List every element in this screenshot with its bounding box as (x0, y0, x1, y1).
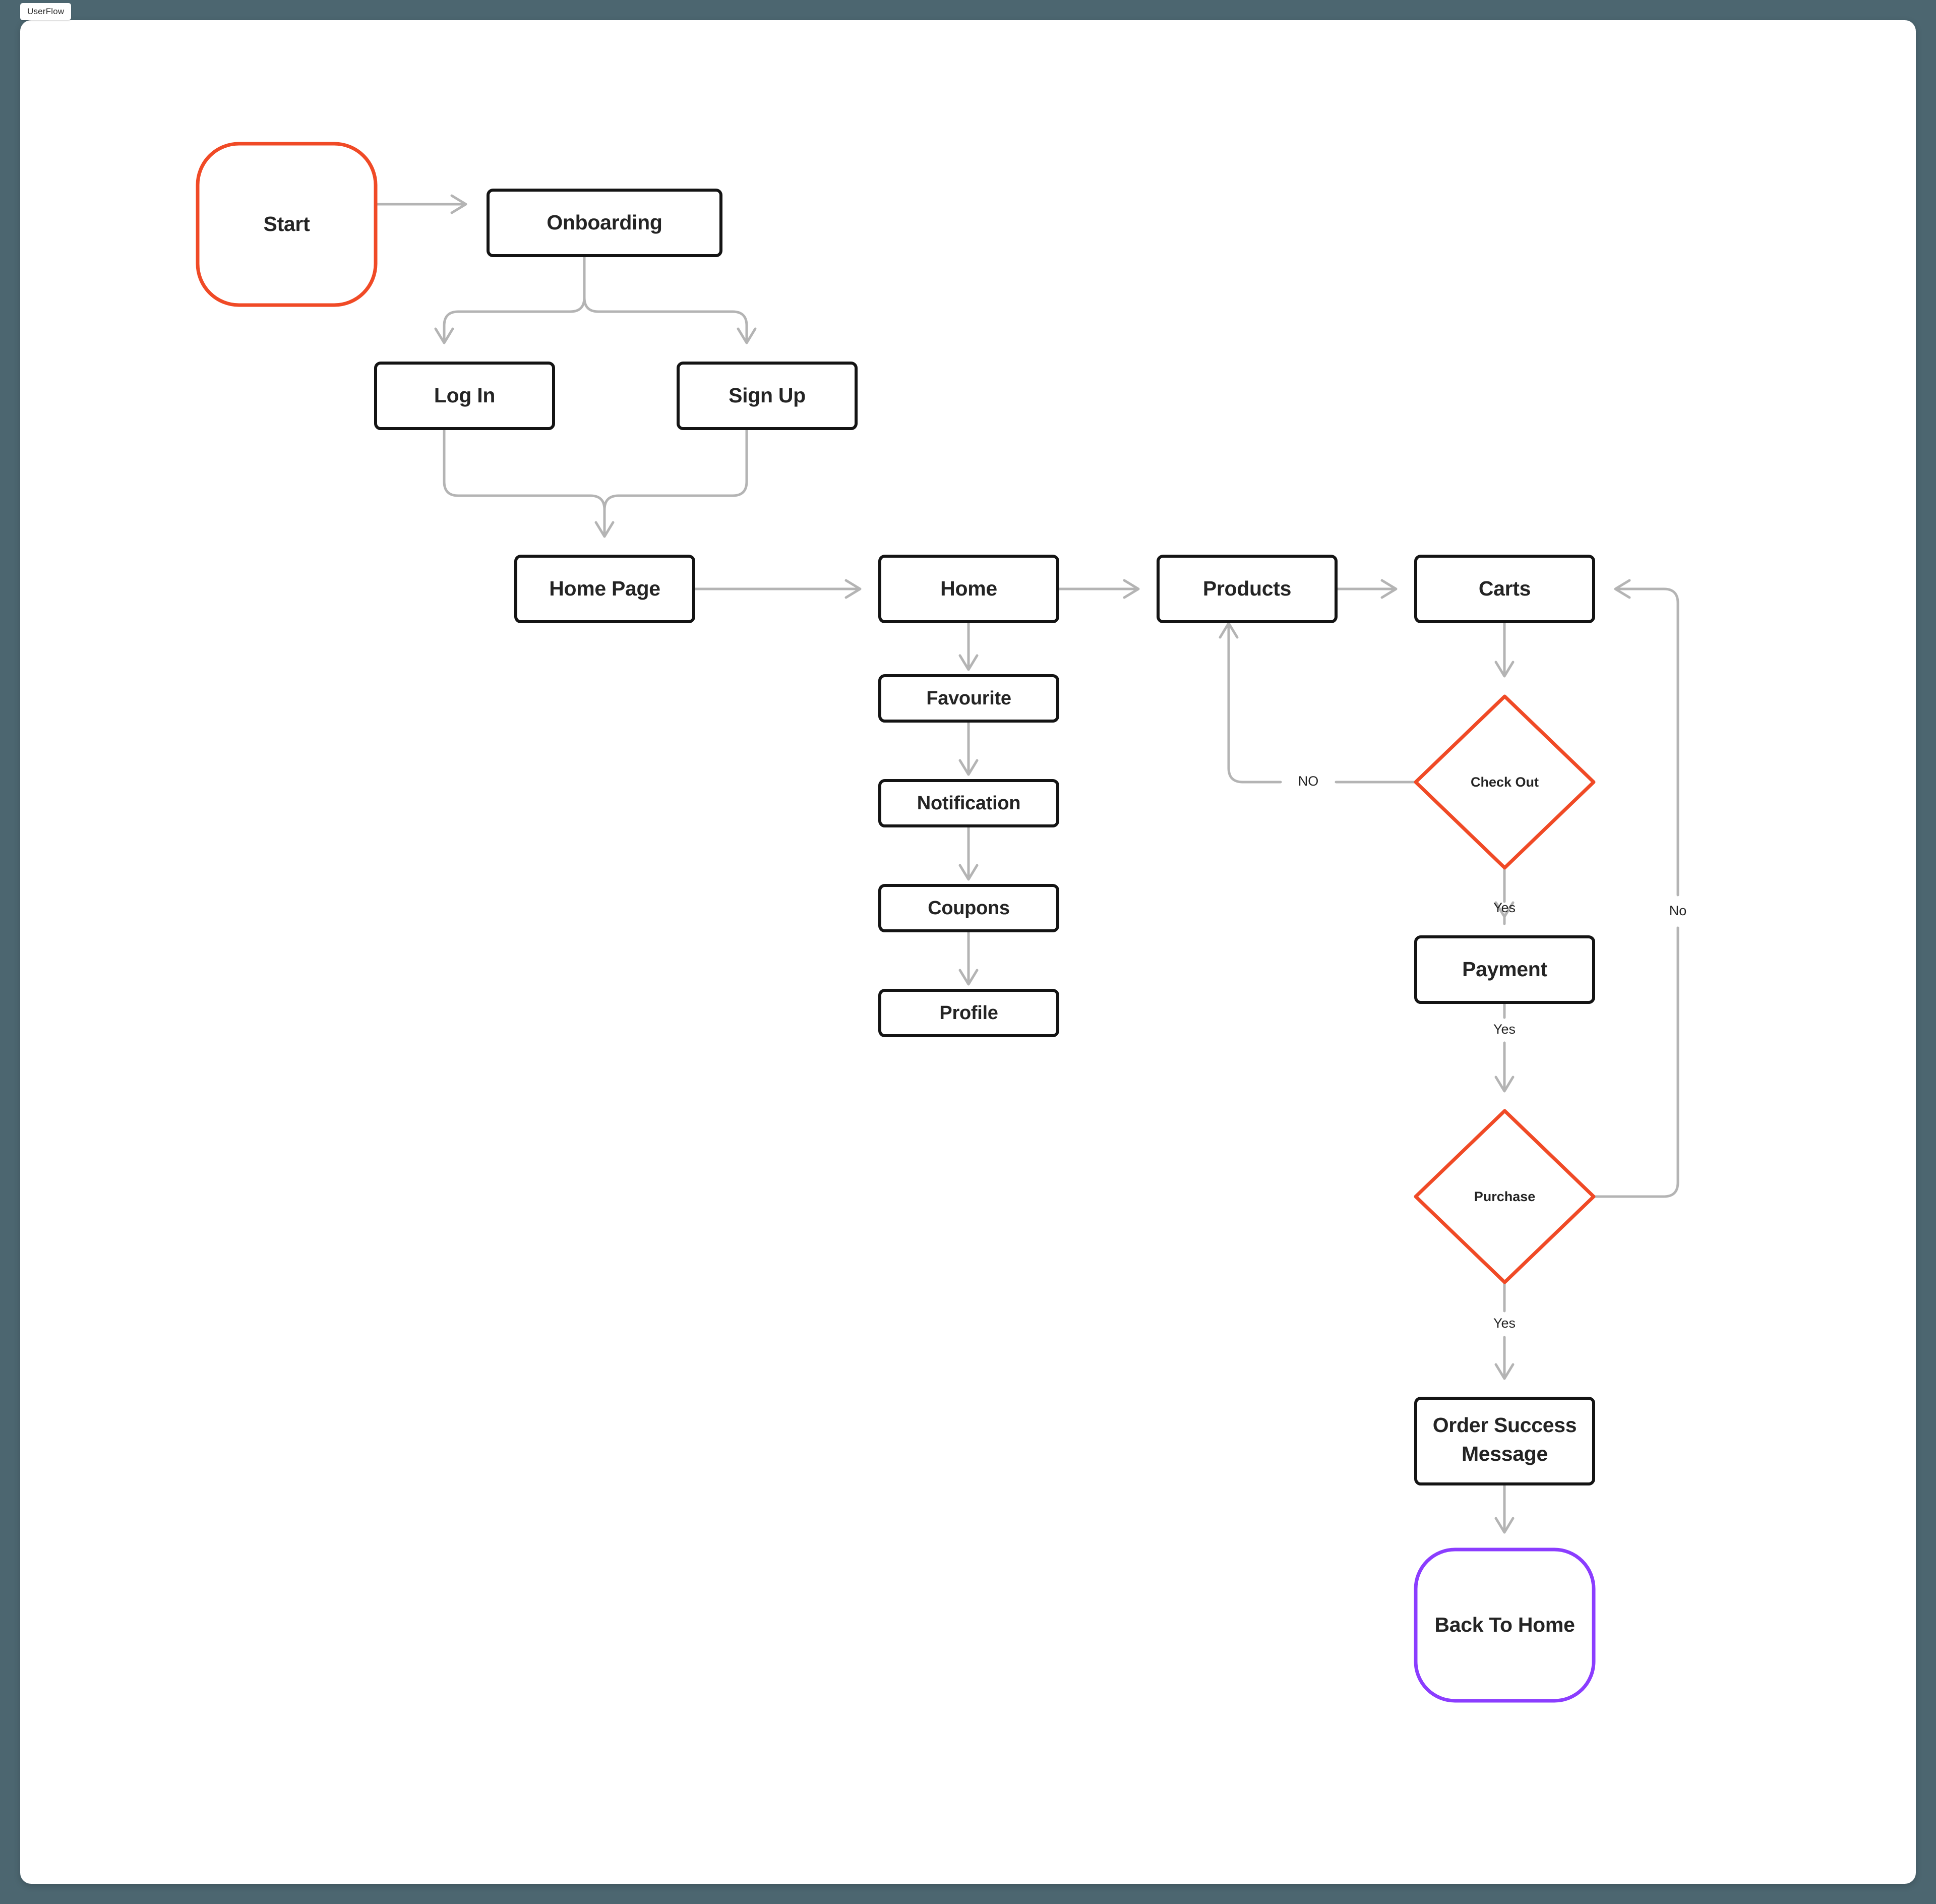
node-coupons-label: Coupons (928, 898, 1010, 919)
node-products-label: Products (1203, 577, 1291, 600)
node-homepage-label: Home Page (549, 577, 660, 600)
node-login-label: Log In (434, 384, 495, 407)
edge-checkout-yes-to-payment (1494, 866, 1515, 925)
node-order-success-label-line1: Order Success (1433, 1413, 1577, 1437)
edge-label-checkout-no: NO (1298, 774, 1319, 789)
node-notification-shape[interactable] (878, 779, 1059, 827)
node-signup-label: Sign Up (729, 384, 806, 407)
node-start-shape[interactable] (196, 142, 378, 307)
node-carts-shape[interactable] (1414, 555, 1595, 623)
diagram-canvas[interactable]: NO Yes Yes No Yes Start Onboarding Log I… (20, 20, 1916, 1884)
node-home-shape[interactable] (878, 555, 1059, 623)
node-favourite-label: Favourite (926, 688, 1011, 709)
node-checkout-label: Check Out (1471, 775, 1539, 790)
node-back-to-home[interactable]: Back To Home (1414, 1548, 1596, 1703)
node-notification[interactable]: Notification (878, 779, 1059, 827)
node-purchase[interactable]: Purchase (1414, 1109, 1596, 1284)
node-signup-shape[interactable] (677, 362, 858, 430)
node-back-to-home-shape[interactable] (1414, 1548, 1596, 1703)
edge-label-purchase-no: No (1669, 903, 1687, 918)
node-carts[interactable]: Carts (1414, 555, 1595, 623)
node-onboarding-shape[interactable] (487, 189, 722, 257)
node-coupons[interactable]: Coupons (878, 884, 1059, 932)
node-onboarding-label: Onboarding (547, 211, 662, 234)
edge-onboarding-to-login (434, 234, 586, 344)
node-purchase-shape[interactable] (1414, 1109, 1596, 1284)
node-back-to-home-label: Back To Home (1434, 1613, 1575, 1636)
node-payment-label: Payment (1462, 958, 1547, 981)
node-notification-label: Notification (917, 793, 1020, 814)
node-payment-shape[interactable] (1414, 935, 1595, 1004)
node-favourite-shape[interactable] (878, 674, 1059, 723)
node-home[interactable]: Home (878, 555, 1059, 623)
node-login[interactable]: Log In (374, 362, 555, 430)
node-order-success-shape[interactable] (1414, 1397, 1595, 1485)
node-homepage-shape[interactable] (514, 555, 695, 623)
edge-label-checkout-yes: Yes (1493, 900, 1516, 915)
edge-coupons-to-profile (958, 929, 979, 986)
edge-carts-to-checkout (1494, 620, 1515, 678)
edge-checkout-no-to-products (1219, 622, 1417, 784)
edge-payment-yes-to-purchase (1494, 1001, 1515, 1093)
node-products-shape[interactable] (1157, 555, 1338, 623)
node-signup[interactable]: Sign Up (677, 362, 858, 430)
node-favourite[interactable]: Favourite (878, 674, 1059, 723)
edge-products-to-carts (1335, 579, 1398, 599)
node-start-label: Start (264, 212, 311, 235)
node-payment[interactable]: Payment (1414, 935, 1595, 1004)
edge-purchase-no-to-carts (1592, 579, 1679, 1198)
edge-home-to-products (1056, 579, 1140, 599)
edge-label-purchase-yes: Yes (1493, 1316, 1516, 1331)
node-purchase-label: Purchase (1474, 1189, 1536, 1204)
node-checkout[interactable]: Check Out (1414, 694, 1596, 870)
edge-onboarding-to-signup (583, 234, 757, 344)
edge-favourite-to-notification (958, 720, 979, 776)
edge-label-layer: NO Yes Yes No Yes (1298, 774, 1687, 1331)
node-profile-label: Profile (939, 1002, 998, 1024)
node-order-success-label-line2: Message (1462, 1442, 1548, 1465)
node-home-label: Home (940, 577, 997, 600)
edge-homepage-to-home (692, 579, 862, 599)
node-coupons-shape[interactable] (878, 884, 1059, 932)
edge-purchase-yes-to-ordersuccess (1494, 1281, 1515, 1380)
edge-home-to-favourite (958, 620, 979, 671)
edge-ordersuccess-to-backtohome (1494, 1482, 1515, 1534)
node-profile[interactable]: Profile (878, 989, 1059, 1037)
node-login-shape[interactable] (374, 362, 555, 430)
node-products[interactable]: Products (1157, 555, 1338, 623)
node-onboarding[interactable]: Onboarding (487, 189, 722, 257)
page-tab-userflow[interactable]: UserFlow (20, 3, 72, 20)
edge-signup-to-homepage (603, 407, 748, 536)
edge-layer (354, 194, 1679, 1534)
node-checkout-shape[interactable] (1414, 694, 1596, 870)
node-profile-shape[interactable] (878, 989, 1059, 1037)
edge-label-payment-yes: Yes (1493, 1022, 1516, 1037)
node-order-success-message[interactable]: Order Success Message (1414, 1397, 1595, 1485)
userflow-diagram: NO Yes Yes No Yes Start Onboarding Log I… (196, 142, 1687, 1703)
node-start[interactable]: Start (196, 142, 378, 307)
edge-login-to-homepage (443, 407, 615, 538)
node-homepage[interactable]: Home Page (514, 555, 695, 623)
node-carts-label: Carts (1479, 577, 1531, 600)
edge-notification-to-coupons (958, 824, 979, 881)
